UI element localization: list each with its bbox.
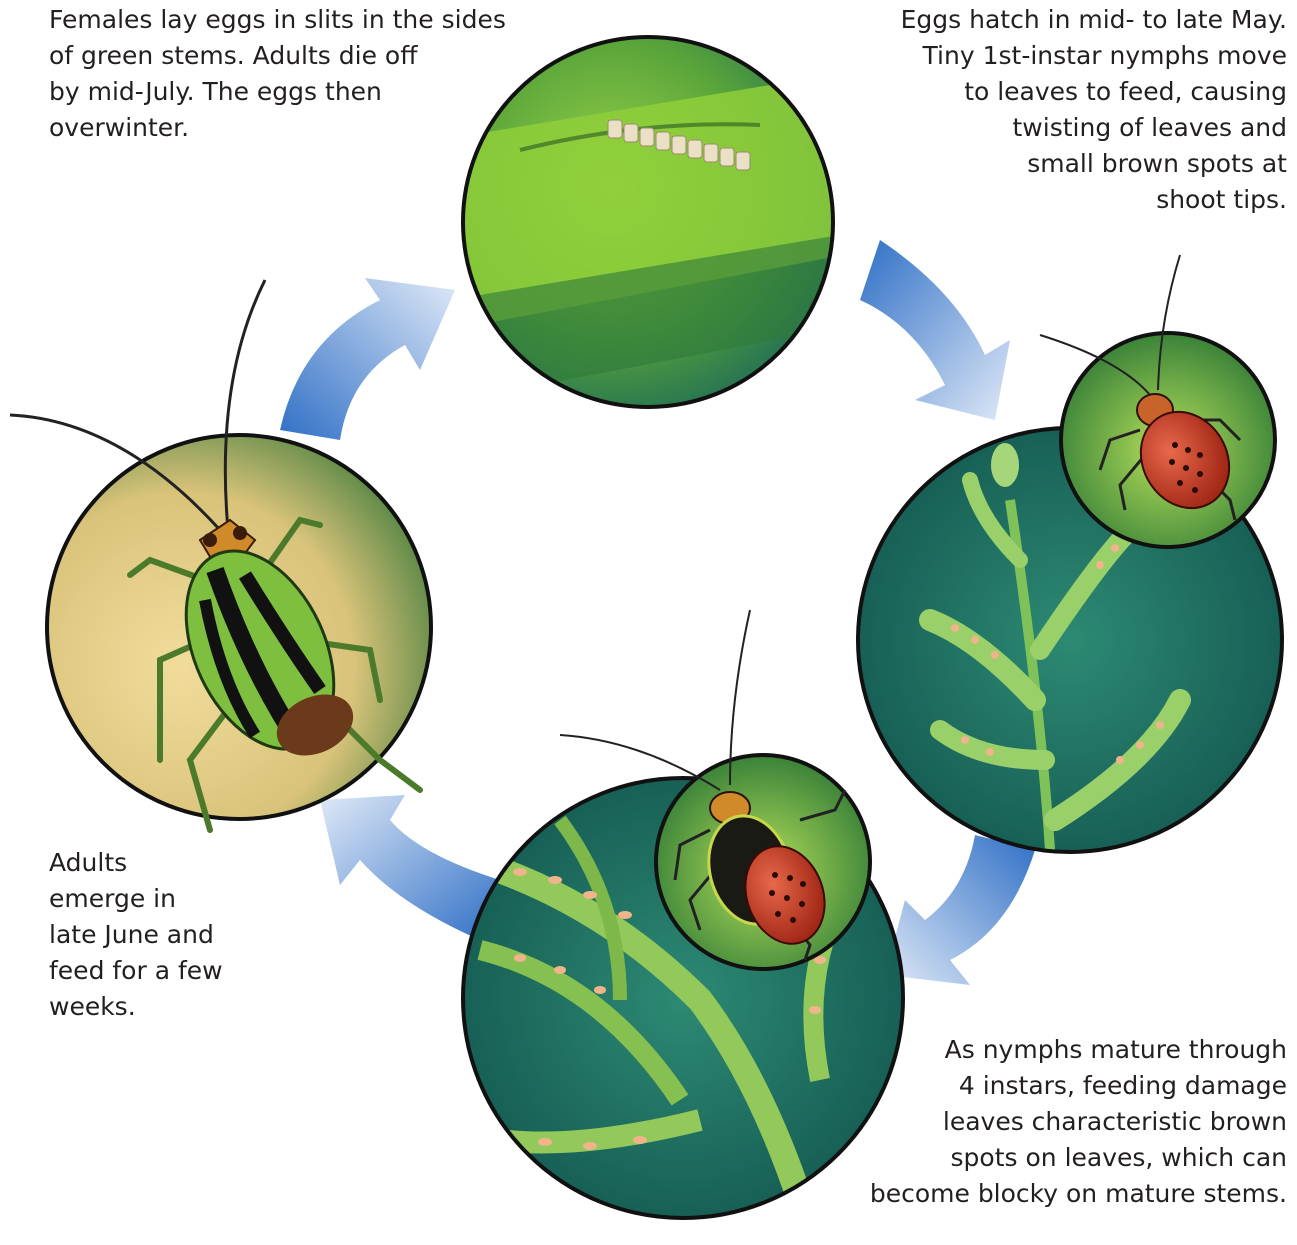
caption-line: Eggs hatch in mid- to late May. <box>901 2 1287 38</box>
caption-line: twisting of leaves and <box>901 110 1287 146</box>
caption-line: spots on leaves, which can <box>870 1140 1287 1176</box>
caption-line: overwinter. <box>49 110 506 146</box>
caption-line: Females lay eggs in slits in the sides <box>49 2 506 38</box>
caption-line: shoot tips. <box>901 182 1287 218</box>
caption-line: weeks. <box>49 989 223 1025</box>
caption-line: feed for a few <box>49 953 223 989</box>
caption-nymphs: As nymphs mature through 4 instars, feed… <box>870 1032 1287 1212</box>
caption-line: become blocky on mature stems. <box>870 1176 1287 1212</box>
caption-line: 4 instars, feeding damage <box>870 1068 1287 1104</box>
caption-hatch: Eggs hatch in mid- to late May. Tiny 1st… <box>901 2 1287 218</box>
caption-line: As nymphs mature through <box>870 1032 1287 1068</box>
caption-line: Tiny 1st-instar nymphs move <box>901 38 1287 74</box>
arrow-nymph-to-mature <box>885 835 1035 985</box>
caption-line: leaves characteristic brown <box>870 1104 1287 1140</box>
arrow-eggs-to-nymph <box>860 240 1010 420</box>
caption-line: of green stems. Adults die off <box>49 38 506 74</box>
caption-line: emerge in <box>49 881 223 917</box>
caption-line: Adults <box>49 845 223 881</box>
caption-line: by mid-July. The eggs then <box>49 74 506 110</box>
caption-line: late June and <box>49 917 223 953</box>
caption-eggs: Females lay eggs in slits in the sides o… <box>49 2 506 146</box>
caption-adults: Adults emerge in late June and feed for … <box>49 845 223 1025</box>
caption-line: small brown spots at <box>901 146 1287 182</box>
arrow-adult-to-eggs <box>280 278 455 440</box>
arrow-mature-to-adult <box>320 795 500 940</box>
eggs-circle <box>440 37 880 407</box>
caption-line: to leaves to feed, causing <box>901 74 1287 110</box>
